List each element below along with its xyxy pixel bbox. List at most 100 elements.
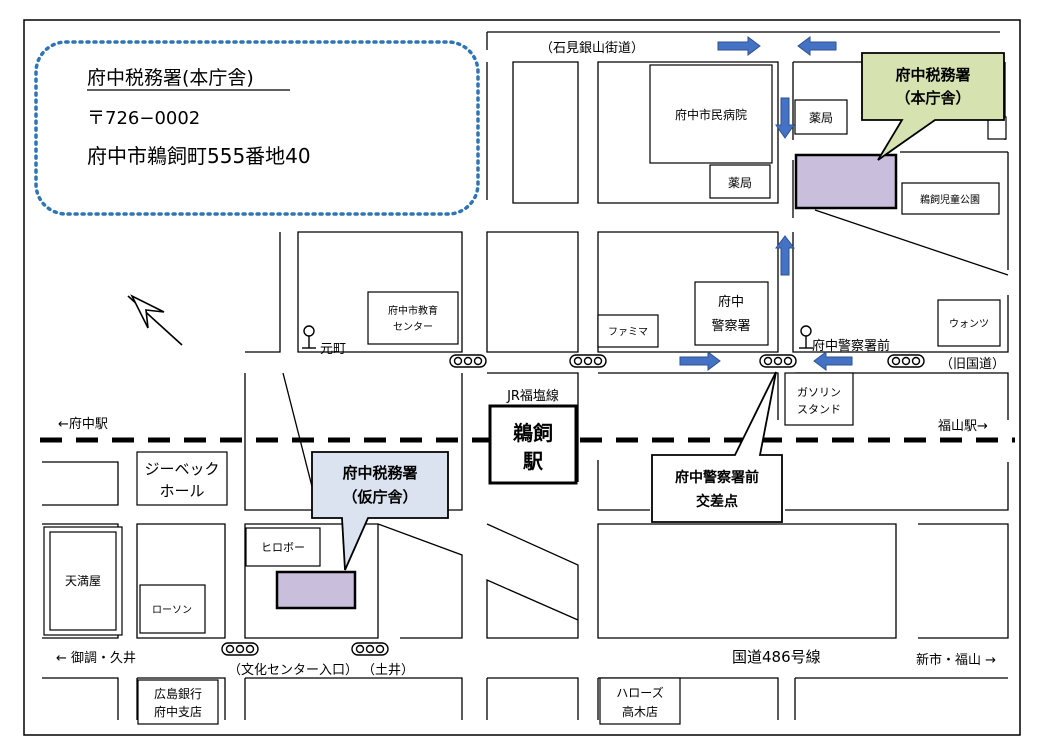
direction-arrow-icon [813, 351, 853, 371]
bus-stop-label-motomachi: 元町 [320, 342, 346, 357]
gas-station-label-1: ガソリン [797, 386, 841, 399]
direction-fukuyama-station: 福山駅→ [938, 419, 988, 434]
traffic-signal-icon [569, 354, 607, 368]
pharmacy-label: 薬局 [728, 176, 752, 190]
direction-arrow-icon [775, 97, 795, 139]
hiroshima-bank-label-1: 広島銀行 [154, 686, 202, 701]
gbeck-hall-label-2: ホール [159, 482, 204, 500]
block-edge [137, 677, 226, 720]
block [297, 231, 463, 353]
main-office-building [794, 153, 898, 210]
intersection-callout-line2: 交差点 [696, 493, 738, 510]
block [136, 523, 226, 639]
police-label-2: 警察署 [711, 318, 750, 334]
park-box [901, 182, 1000, 215]
traffic-signal-icon [221, 642, 259, 656]
traffic-signal-icon [887, 354, 925, 368]
intersection-callout-line1: 府中警察署前 [675, 469, 759, 486]
traffic-signal-icon [351, 642, 389, 656]
hospital-box [649, 64, 773, 164]
block-edge [42, 677, 119, 720]
main-office-callout-line1: 府中税務署 [895, 66, 970, 84]
hirobo-label: ヒロボー [261, 541, 305, 554]
familymart-box [597, 314, 659, 348]
direction-arrow-icon [775, 235, 795, 276]
diagonal-road [814, 209, 1009, 276]
road-label-old-national: （旧国道） [940, 357, 1005, 372]
lawson-box [139, 584, 206, 634]
halows-box [599, 677, 681, 725]
station-name-line2: 駅 [522, 449, 543, 473]
police-label-1: 府中 [718, 295, 744, 310]
railway-line-label: JR福塩線 [506, 388, 559, 404]
gas-station-box [784, 372, 854, 426]
traffic-signal-icon [759, 354, 797, 368]
education-center-box [367, 291, 459, 345]
address-office-name: 府中税務署(本庁舎) [87, 67, 254, 89]
address-box [34, 40, 480, 216]
direction-arrow-icon [797, 36, 837, 56]
block-edge [597, 460, 650, 511]
block-edge [785, 462, 1009, 511]
road-label-doi: （土井） [362, 663, 414, 678]
block [512, 61, 579, 204]
traffic-signal-icon [449, 354, 487, 368]
direction-fuchu-station: ←府中駅 [58, 417, 108, 432]
temp-office-callout-line1: 府中税務署 [342, 464, 417, 482]
halows-label-2: 高木店 [622, 704, 658, 719]
station-name-line1: 鵜飼 [512, 421, 553, 445]
block-edge [487, 677, 579, 720]
block-edge [598, 372, 779, 420]
wontsu-box [937, 299, 1001, 347]
direction-arrow-icon [717, 36, 761, 56]
block-edge [42, 461, 119, 506]
block [597, 61, 779, 204]
temp-office-callout-line2: （仮庁舎） [342, 488, 417, 506]
park-label: 鵜飼児童公園 [920, 193, 980, 206]
intersection-callout: 府中警察署前 交差点 [651, 371, 783, 523]
gbeck-hall-label-1: ジーベック [144, 460, 219, 478]
hiroshima-bank-box [137, 679, 219, 725]
block-edge [918, 523, 1009, 639]
hirobo-box [245, 527, 321, 567]
temp-office-building [275, 570, 357, 610]
familymart-label: ファミマ [608, 327, 648, 338]
temp-office-callout: 府中税務署 （仮庁舎） [311, 451, 449, 571]
bus-stop-label-police: 府中警察署前 [812, 338, 890, 354]
gas-station-label-2: スタンド [797, 403, 841, 416]
hospital-label: 府中市民病院 [675, 107, 747, 122]
address-postal-code: 〒726−0002 [87, 108, 200, 129]
block-edge [245, 232, 281, 353]
direction-shin-ichi-fukuyama: 新市・福山 → [916, 652, 996, 668]
block-edge [487, 372, 579, 482]
hiroshima-bank-label-2: 府中支店 [154, 704, 202, 719]
block-edge [795, 372, 1009, 420]
main-office-callout: 府中税務署 （本庁舎） [861, 52, 1005, 161]
direction-mitsugi-kui: ← 御調・久井 [56, 651, 136, 666]
bus-stop-icon [799, 325, 813, 349]
block-edge [245, 677, 463, 720]
direction-arrow-icon [679, 351, 721, 371]
station-box [488, 404, 578, 485]
block [244, 523, 379, 639]
wontsu-label: ウォンツ [949, 318, 989, 330]
pharmacy-label: 薬局 [809, 111, 833, 125]
bus-stop-icon [302, 325, 316, 349]
main-office-callout-line2: （本庁舎） [895, 89, 970, 107]
tenmaya-inner-box [49, 531, 117, 631]
gbeck-hall-box [136, 451, 228, 506]
block-edge [486, 523, 579, 639]
block-edge [377, 523, 463, 639]
road-label-bunka-center: （文化センター入口） [228, 663, 358, 678]
block [597, 231, 779, 353]
tenmaya-label: 天満屋 [65, 574, 101, 588]
education-center-label-1: 府中市教育 [388, 304, 438, 317]
block [486, 231, 579, 353]
north-arrow-icon [127, 294, 183, 346]
block-edge [792, 232, 1009, 353]
police-box [694, 281, 769, 346]
halows-label-1: ハローズ [616, 685, 663, 700]
road-label-route-486: 国道486号線 [732, 648, 821, 666]
address-street: 府中市鵜飼町555番地40 [87, 144, 311, 168]
